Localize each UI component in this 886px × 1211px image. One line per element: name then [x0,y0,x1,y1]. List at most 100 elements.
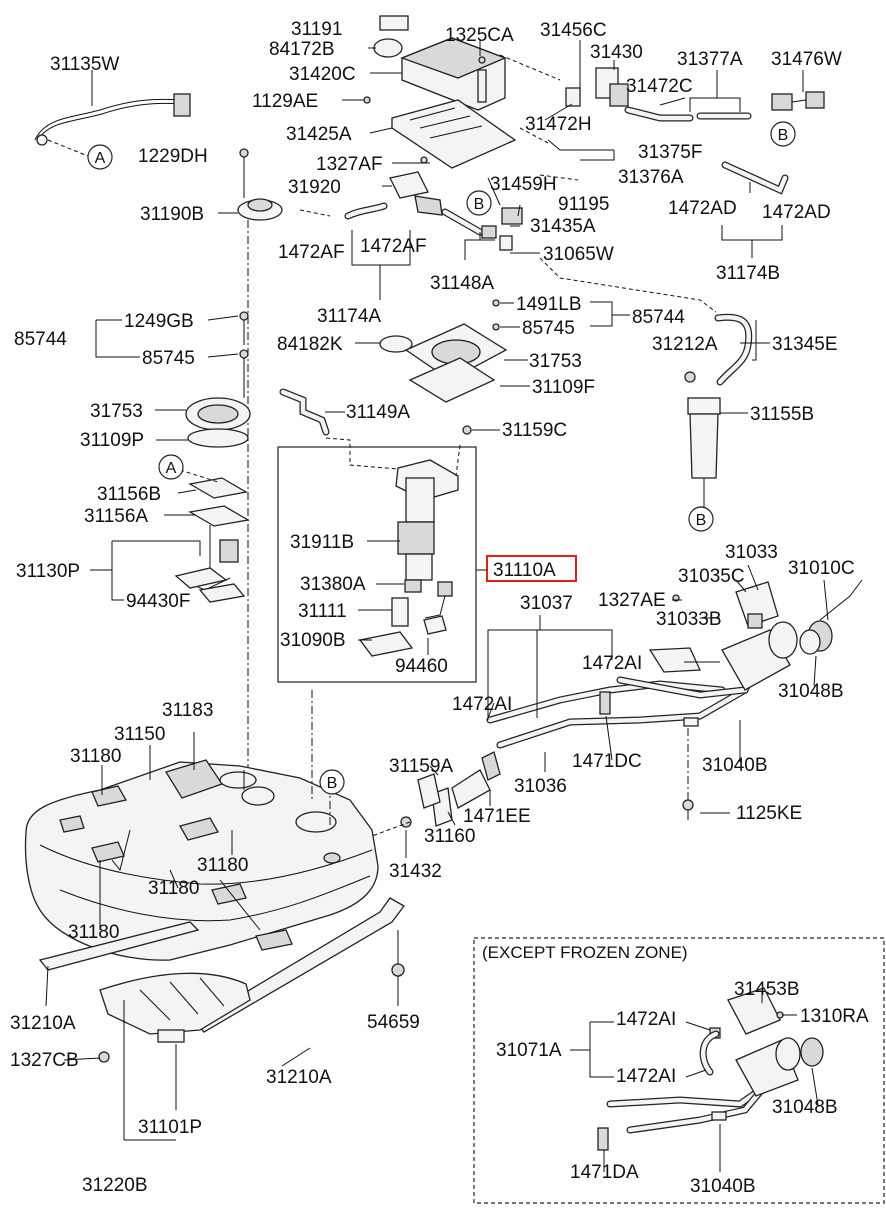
part-label: 31345E [772,334,838,355]
part-label: 31911B [290,532,354,553]
part-label: 1327AF [316,154,383,175]
fuel-pump-module [277,444,477,683]
fuel-filter-group [684,313,753,508]
part-label: 31130P [16,561,80,582]
inset-title: (EXCEPT FROZEN ZONE) [482,943,688,962]
service-cover [237,148,283,790]
part-label: 1491LB [516,294,582,315]
part-label: 31456C [540,20,607,41]
left-seal-group [174,311,251,603]
part-label: 31156B [97,484,161,505]
part-label: 31037 [520,593,573,614]
part-label: 31210A [10,1013,76,1034]
part-label: 31435A [530,216,596,237]
part-label: 31174B [716,263,780,284]
part-label: 31920 [288,177,341,198]
part-label: 85745 [522,318,575,339]
part-label: 54659 [367,1012,420,1033]
part-label: 31472H [525,114,592,135]
part-label: 31150 [114,724,165,745]
part-label: 31071A [496,1040,562,1061]
part-label: 31425A [286,124,352,145]
callout-letter: A [95,150,106,167]
callout-circle-b-4: B [319,769,345,795]
part-label: 85744 [14,329,67,350]
part-label: 1325CA [445,25,514,46]
part-label: 31376A [618,167,684,188]
part-label: 1472AI [582,653,642,674]
callout-circle-b-3: B [688,506,714,532]
part-label: 1472AD [762,202,831,223]
callout-letter: B [474,196,485,213]
part-label: 31180 [148,878,199,899]
part-label: 31420C [289,64,356,85]
part-label: 31183 [162,700,213,721]
part-label: 31159C [502,420,567,441]
part-label: 31035C [678,566,745,587]
part-label: 1472AD [668,198,737,219]
part-label: 31210A [266,1067,332,1088]
part-label: 31111 [298,601,347,622]
part-label: 31191 [291,19,342,40]
part-label: 31156A [84,506,148,527]
callout-circle-a-2: A [158,454,184,480]
part-label: 31190B [140,204,204,225]
part-labels: 31191 1325CA 31456C 84172B 31430 31135W … [10,19,869,1197]
part-label: 31155B [750,404,814,425]
part-label: 31033 [725,542,778,563]
part-label: 31472C [626,76,693,97]
part-label: 31753 [529,351,582,372]
part-label: 1327CB [10,1050,79,1071]
part-label: 1327AE [598,590,666,611]
callout-circle-b-2: B [466,190,492,216]
part-label: 1471DC [572,751,642,772]
part-label: 1229DH [138,146,208,167]
part-label: 31220B [82,1175,148,1196]
vent-tubes [299,54,717,313]
tank-straps [38,897,405,1063]
pump-feed-tube [279,388,472,471]
part-label: 31375F [638,142,702,163]
part-label: 31753 [90,401,143,422]
callout-letter: B [696,512,707,529]
part-label: 1471DA [570,1162,639,1183]
part-label: 1472AF [360,236,427,257]
callout-letter: B [327,775,338,792]
callout-circle-a-1: A [87,144,113,170]
part-label: 85744 [632,307,685,328]
part-label: 1472AI [452,694,512,715]
part-label: 31036 [514,776,567,797]
part-label: 31101P [138,1117,202,1138]
part-label: 1129AE [252,91,318,112]
part-label: 31090B [280,630,346,651]
part-label: 94430F [126,591,190,612]
part-label: 31149A [346,402,410,423]
part-label: 31040B [702,755,768,776]
part-label: 84172B [269,39,335,60]
vapor-lines [565,67,825,195]
part-label: 31148A [430,273,494,294]
part-label: 31048B [778,681,844,702]
highlighted-part-label: 31110A [493,560,556,581]
part-label: 1249GB [124,311,194,332]
part-label: 31109P [80,430,144,451]
highlight-box-31110A [486,555,577,582]
part-label: 31380A [300,574,366,595]
part-label: 1310RA [800,1006,869,1027]
part-label: 1472AF [278,242,345,263]
part-label: 31065W [543,244,614,265]
callout-letter: A [166,460,177,477]
part-label: 31109F [532,377,595,398]
part-label: 94460 [395,656,448,677]
part-label: 31033B [656,609,722,630]
part-label: 1472AI [616,1009,676,1030]
sensor-cable [34,93,191,157]
fuel-tank [24,690,379,961]
part-label: 31212A [652,334,718,355]
part-label: 31010C [788,558,855,579]
part-label: 31459H [490,174,557,195]
part-label: 1471EE [463,806,531,827]
part-label: 31160 [424,826,475,847]
part-label: 31476W [771,49,842,70]
